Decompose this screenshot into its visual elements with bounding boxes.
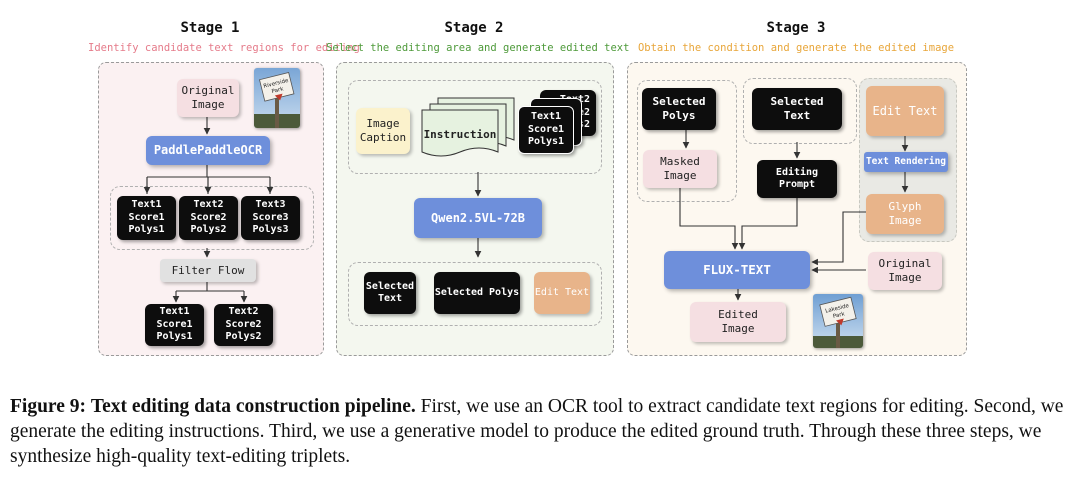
- stage3-subtitle: Obtain the condition and generate the ed…: [637, 42, 955, 54]
- glyph-image-box: Glyph Image: [866, 194, 944, 234]
- stage2-title: Stage 2: [444, 20, 504, 36]
- stage3-selected-polys: Selected Polys: [642, 88, 716, 130]
- stage1-candidates-group: [110, 186, 314, 250]
- stage2-outputs-group: [348, 262, 602, 326]
- filtered-2: Text2 Score2 Polys2: [214, 304, 273, 346]
- edited-image-box: Edited Image: [690, 302, 786, 342]
- caption-title: Text editing data construction pipeline.: [90, 396, 416, 417]
- stage3-edit-text: Edit Text: [866, 86, 944, 136]
- filtered-1: Text1 Score1 Polys1: [145, 304, 204, 346]
- instruction-label: Instruction: [424, 128, 497, 141]
- edited-sign-text-2: Park: [832, 311, 846, 320]
- edited-sign-photo: Lakeside Park: [813, 294, 863, 348]
- stage3-text-group: [743, 78, 857, 144]
- stack-front: Text1 Score1 Polys1: [518, 106, 574, 154]
- qwen-model: Qwen2.5VL-72B: [414, 198, 542, 238]
- paddleocr-model: PaddlePaddleOCR: [146, 136, 270, 165]
- editing-prompt-box: Editing Prompt: [757, 160, 837, 198]
- candidate-3: Text3 Score3 Polys3: [241, 196, 300, 240]
- stage3-original-image: Original Image: [868, 252, 942, 290]
- stage2-subtitle: Select the editing area and generate edi…: [326, 42, 630, 54]
- candidate-1: Text1 Score1 Polys1: [117, 196, 176, 240]
- caption-body: First, we use an OCR tool to extract can…: [10, 396, 1064, 467]
- figure-caption: Figure 9: Text editing data construction…: [10, 394, 1075, 469]
- stage2-edit-text: Edit Text: [534, 272, 590, 314]
- filter-flow-box: Filter Flow: [160, 259, 256, 282]
- caption-label: Figure 9:: [10, 396, 87, 417]
- edited-sign-text-1: Lakeside: [825, 303, 850, 315]
- stage1-subtitle: Identify candidate text regions for edit…: [88, 42, 360, 54]
- original-sign-text-2: Park: [271, 86, 285, 95]
- instruction-doc-stack: Instruction: [421, 97, 515, 157]
- stage1-title: Stage 1: [180, 20, 240, 36]
- text-rendering-box: Text Rendering: [864, 152, 948, 172]
- image-caption-box: Image Caption: [356, 108, 410, 154]
- stage3-selected-text: Selected Text: [752, 88, 842, 130]
- stage2-selected-text: Selected Text: [364, 272, 416, 314]
- stage3-polys-group: [637, 80, 737, 202]
- stage2-selected-polys: Selected Polys: [434, 272, 520, 314]
- stage2-inputs-group: [348, 80, 602, 174]
- candidate-2: Text2 Score2 Polys2: [179, 196, 238, 240]
- original-image-box: Original Image: [177, 79, 239, 117]
- original-sign-photo: Riverside Park: [254, 68, 300, 128]
- masked-image-box: Masked Image: [643, 150, 717, 188]
- stage3-title: Stage 3: [766, 20, 826, 36]
- flux-text-model: FLUX-TEXT: [664, 251, 810, 289]
